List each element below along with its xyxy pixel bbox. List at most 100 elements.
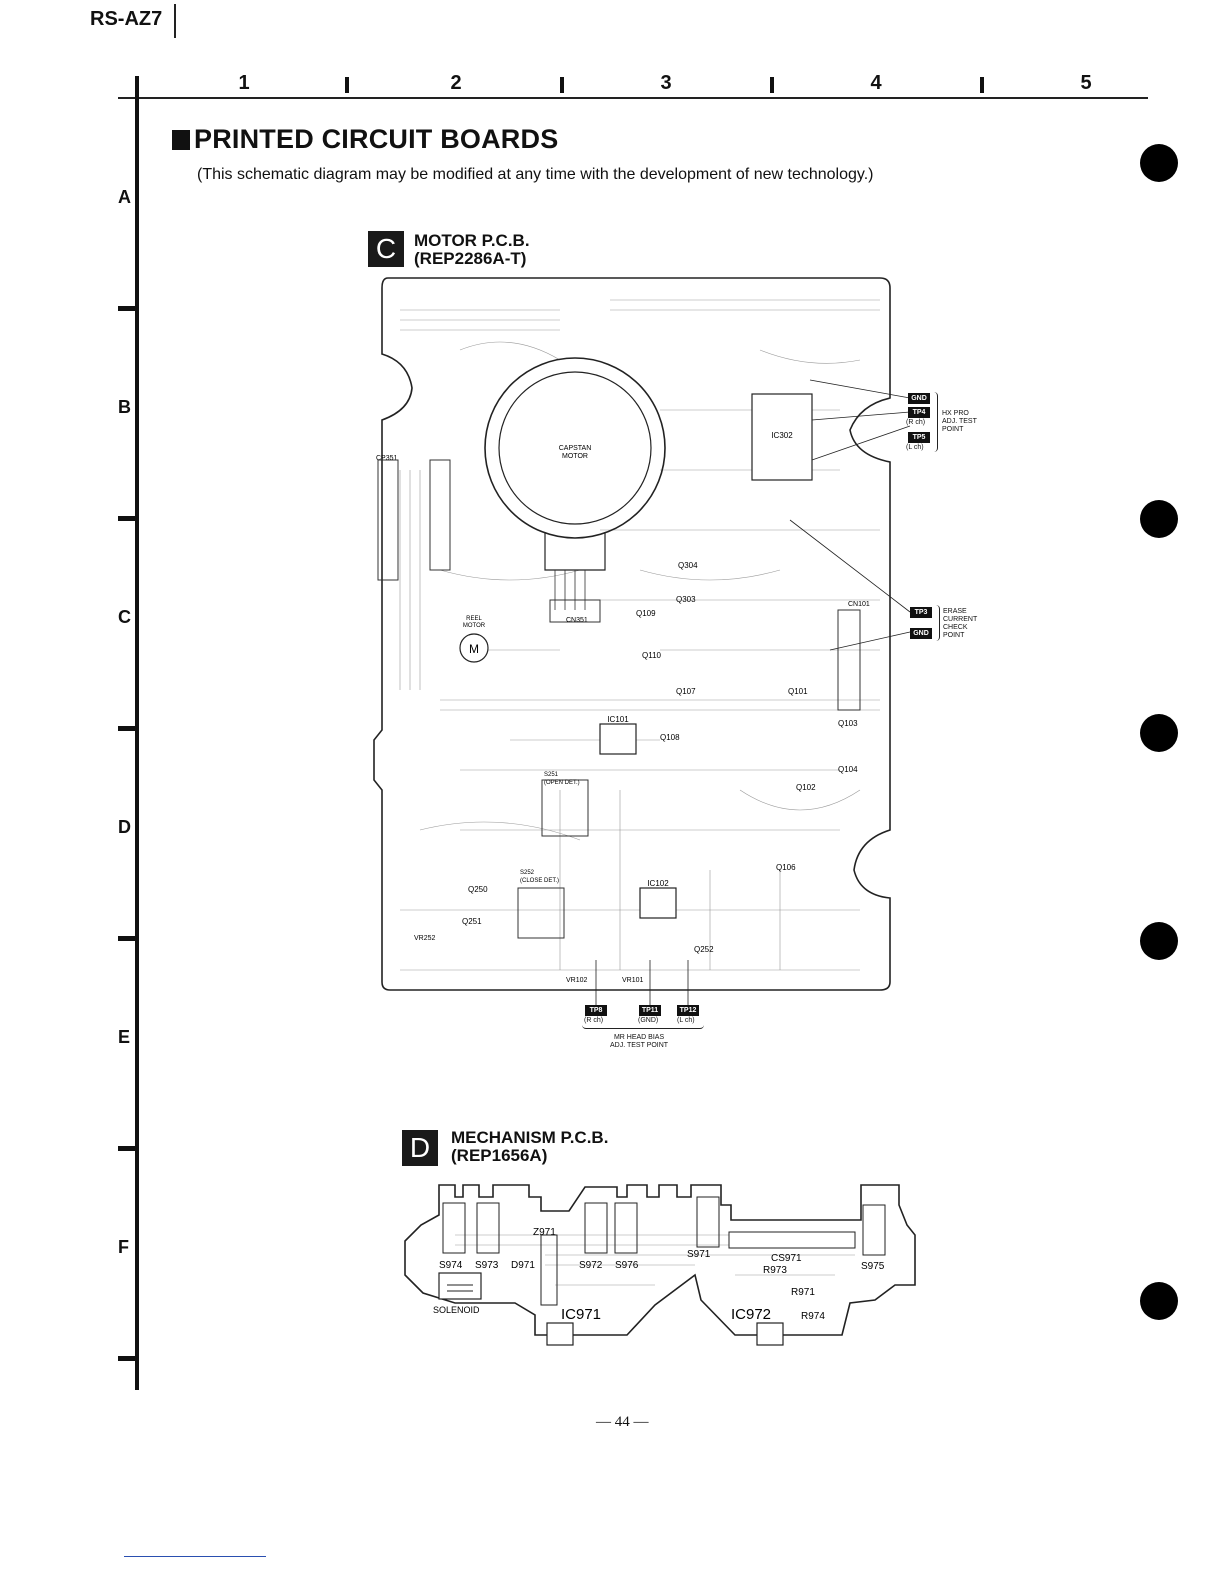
reel-label-2: MOTOR xyxy=(463,623,486,629)
solenoid-icon xyxy=(438,1272,482,1300)
q104-label: Q104 xyxy=(838,765,858,774)
q304-label: Q304 xyxy=(678,561,698,570)
footer-link-line xyxy=(124,1556,266,1557)
erase-label-line1: ERASE xyxy=(943,608,967,615)
s973-label: S973 xyxy=(475,1260,499,1271)
section-title-text: PRINTED CIRCUIT BOARDS xyxy=(194,124,559,154)
mechanism-pcb-name: MECHANISM P.C.B. xyxy=(451,1128,609,1147)
page-number: — 44 — xyxy=(596,1414,649,1430)
capstan-motor-outline xyxy=(484,357,666,539)
s974-label: S974 xyxy=(439,1260,463,1271)
grid-row-tick xyxy=(118,306,138,311)
hx-label-line3: POINT xyxy=(942,426,964,433)
q251-label: Q251 xyxy=(462,917,482,926)
vr252-label: VR252 xyxy=(414,935,436,942)
mechanism-pcb-part: (REP1656A) xyxy=(451,1146,548,1165)
tp3-box: TP3 xyxy=(910,607,932,618)
erase-label-line3: CHECK xyxy=(943,624,968,631)
motor-pcb-title: MOTOR P.C.B. (REP2286A-T) xyxy=(414,232,530,268)
section-title: PRINTED CIRCUIT BOARDS xyxy=(172,124,558,155)
q103-label: Q103 xyxy=(838,719,858,728)
q108-label: Q108 xyxy=(660,733,680,742)
cn101-label: CN101 xyxy=(848,601,870,608)
q303-label: Q303 xyxy=(676,595,696,604)
ic302-label: IC302 xyxy=(771,431,793,440)
cn351-label: CN351 xyxy=(566,617,588,624)
tp11-box: TP11 xyxy=(639,1005,661,1016)
mechanism-pcb-badge: D xyxy=(402,1130,438,1166)
grid-col-3: 3 xyxy=(660,72,672,94)
header-divider xyxy=(174,4,176,38)
grid-col-1: 1 xyxy=(238,72,250,94)
tp4-box: TP4 xyxy=(908,407,930,418)
bias-label-line1: MR HEAD BIAS xyxy=(613,1034,665,1041)
q102-label: Q102 xyxy=(796,783,816,792)
binder-hole xyxy=(1140,144,1178,182)
ic101-label: IC101 xyxy=(607,715,629,724)
q250-label: Q250 xyxy=(468,885,488,894)
grid-row-c: C xyxy=(118,607,131,627)
ic972-label: IC972 xyxy=(731,1306,771,1323)
grid-col-tick xyxy=(770,77,774,93)
grid-col-2: 2 xyxy=(450,72,462,94)
mechanism-pcb-title: MECHANISM P.C.B. (REP1656A) xyxy=(451,1129,608,1165)
tp12-sub: (L ch) xyxy=(677,1017,695,1024)
s975-label: S975 xyxy=(861,1261,885,1272)
motor-pcb-part: (REP2286A-T) xyxy=(414,249,527,268)
vr101-label: VR101 xyxy=(622,977,644,984)
q252-label: Q252 xyxy=(694,945,714,954)
tp5-sub: (L ch) xyxy=(906,444,924,451)
mechanism-pcb-diagram: S974 S973 D971 Z971 S972 S976 S971 CS971… xyxy=(404,1184,916,1346)
cs971-label: CS971 xyxy=(771,1253,802,1264)
hx-label-line2: ADJ. TEST xyxy=(942,418,977,425)
grid-row-tick xyxy=(118,726,138,731)
reel-motor-symbol xyxy=(459,633,489,663)
grid-row-b: B xyxy=(118,397,131,417)
s251-label: S251 xyxy=(544,772,559,778)
capstan-motor-rotor xyxy=(498,371,652,525)
top-grid-rule xyxy=(118,97,1148,99)
section-note: (This schematic diagram may be modified … xyxy=(197,166,874,183)
q109-label: Q109 xyxy=(636,609,656,618)
binder-hole xyxy=(1140,1282,1178,1320)
capstan-label-1: CAPSTAN xyxy=(559,445,592,452)
left-grid-rule xyxy=(135,76,139,1390)
hx-bracket xyxy=(933,392,938,452)
reel-motor-m: M xyxy=(469,642,479,656)
erase-label-line2: CURRENT xyxy=(943,616,978,623)
erase-bracket xyxy=(935,605,940,641)
s976-label: S976 xyxy=(615,1260,639,1271)
hx-label-line1: HX PRO xyxy=(942,410,969,417)
grid-row-a: A xyxy=(118,187,131,207)
hx-label: HX PRO ADJ. TEST POINT xyxy=(942,410,977,434)
motor-pcb-outline xyxy=(373,277,891,991)
motor-pcb-name: MOTOR P.C.B. xyxy=(414,231,530,250)
z971-label: Z971 xyxy=(533,1227,556,1238)
grid-row-e: E xyxy=(118,1027,131,1047)
tp12-box: TP12 xyxy=(677,1005,699,1016)
grid-row-tick xyxy=(118,936,138,941)
model-number: RS-AZ7 xyxy=(90,8,163,30)
tp-gnd-hx: GND xyxy=(908,393,930,404)
bias-label: MR HEAD BIAS ADJ. TEST POINT xyxy=(610,1034,668,1050)
grid-col-5: 5 xyxy=(1080,72,1092,94)
ic302-block xyxy=(751,393,813,481)
grid-col-tick xyxy=(560,77,564,93)
open-det-label: (OPEN DET.) xyxy=(544,780,580,786)
q106-label: Q106 xyxy=(776,863,796,872)
bias-bracket xyxy=(582,1024,704,1029)
ic971-label: IC971 xyxy=(561,1306,601,1323)
q101-label: Q101 xyxy=(788,687,808,696)
solenoid-label: SOLENOID xyxy=(433,1305,480,1315)
tp-gnd-erase: GND xyxy=(910,628,932,639)
motor-pcb-badge: C xyxy=(368,231,404,267)
grid-row-f: F xyxy=(118,1237,129,1257)
r974-label: R974 xyxy=(801,1311,825,1322)
motor-pcb-diagram: CAPSTAN MOTOR M REEL MOTOR IC302 IC101 I… xyxy=(373,277,911,1010)
bias-label-line2: ADJ. TEST POINT xyxy=(610,1042,669,1049)
r971-label: R971 xyxy=(791,1287,815,1298)
reel-label-1: REEL xyxy=(466,616,482,622)
grid-col-4: 4 xyxy=(870,72,882,94)
erase-label-line4: POINT xyxy=(943,632,965,639)
vr102-label: VR102 xyxy=(566,977,588,984)
